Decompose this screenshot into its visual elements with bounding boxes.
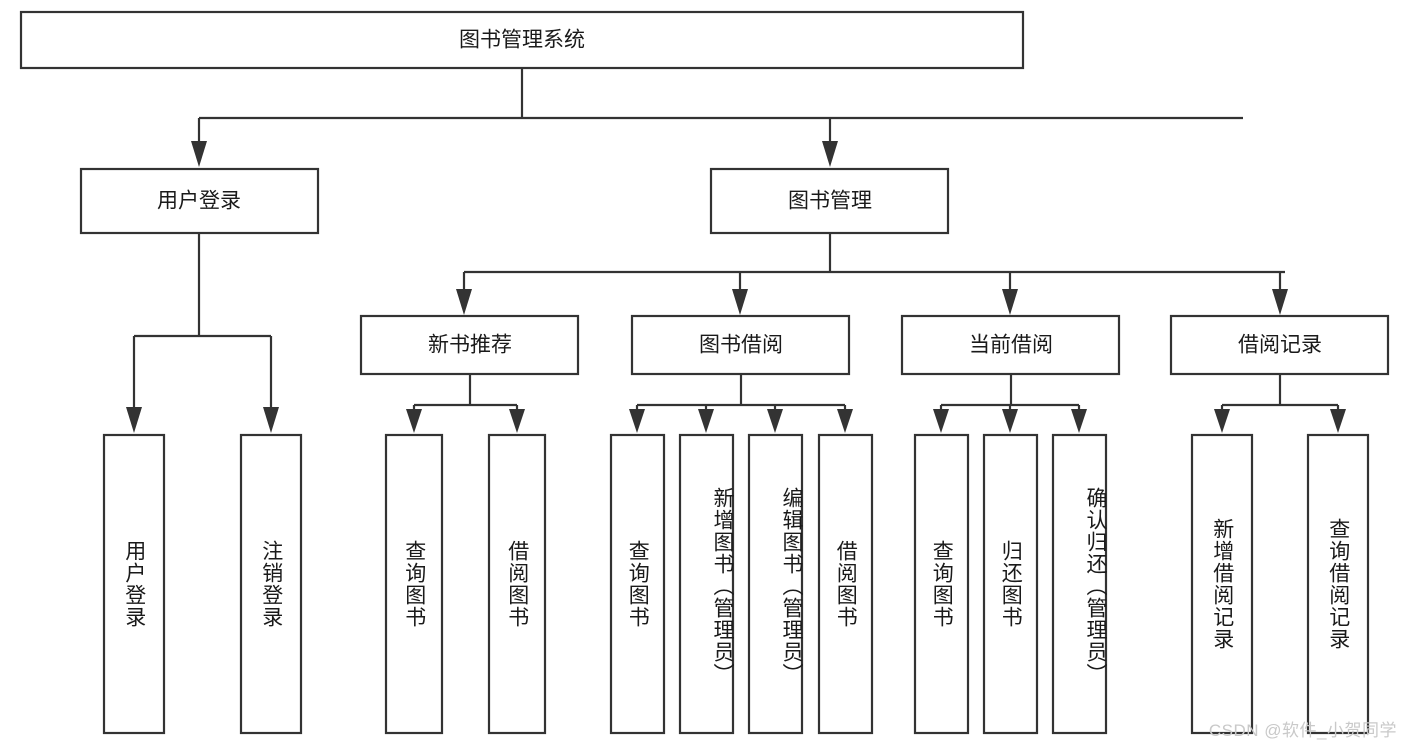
- arrow-bb-leaf-2: [767, 409, 783, 433]
- arrow-book-mgmt-level3-2: [1002, 289, 1018, 315]
- node-new-book-recommend-box: [359, 314, 580, 376]
- node-book-borrow-label: 图书借阅: [699, 334, 783, 357]
- node-book-management-label: 图书管理: [788, 190, 872, 213]
- node-user-login-label: 用户登录: [157, 190, 241, 213]
- leaf-box-nbr-1: [487, 433, 547, 735]
- node-book-borrow: 图书借阅: [630, 314, 851, 376]
- connector-book-borrow-to-leaves: [629, 374, 853, 433]
- arrow-cb-leaf-1: [1002, 409, 1018, 433]
- connector-root-to-level2: [191, 68, 1243, 167]
- node-borrow-record: 借阅记录: [1169, 314, 1390, 376]
- node-current-borrow-box: [900, 314, 1121, 376]
- arrow-book-mgmt-level3-3: [1272, 289, 1288, 315]
- connector-new-book-recommend-to-leaves: [406, 374, 525, 433]
- node-borrow-record-box: [1169, 314, 1390, 376]
- leaf-box-user-login-0: [102, 433, 166, 735]
- leaf-box-nbr-0: [384, 433, 444, 735]
- arrow-br-leaf-0: [1214, 409, 1230, 433]
- leaf-box-cb-2: [1051, 433, 1108, 735]
- arrow-user-login-leaf-1: [263, 407, 279, 433]
- arrow-book-mgmt-level3-0: [456, 289, 472, 315]
- arrow-nbr-leaf-1: [509, 409, 525, 433]
- node-root-label: 图书管理系统: [459, 29, 585, 52]
- node-new-book-recommend: 新书推荐: [359, 314, 580, 376]
- arrow-cb-leaf-0: [933, 409, 949, 433]
- connector-user-login-to-leaves: [126, 233, 279, 433]
- node-book-borrow-box: [630, 314, 851, 376]
- leaf-box-bb-1: [678, 433, 735, 735]
- node-current-borrow: 当前借阅: [900, 314, 1121, 376]
- node-borrow-record-label: 借阅记录: [1238, 334, 1322, 357]
- node-book-management-box: [709, 167, 950, 235]
- arrow-bb-leaf-0: [629, 409, 645, 433]
- arrow-root-to-book-mgmt: [822, 141, 838, 167]
- node-root: 图书管理系统: [19, 10, 1025, 70]
- connector-borrow-record-to-leaves: [1214, 374, 1346, 433]
- leaf-box-cb-1: [982, 433, 1039, 735]
- arrow-root-to-user-login: [191, 141, 207, 167]
- node-current-borrow-label: 当前借阅: [969, 334, 1053, 357]
- arrow-cb-leaf-2: [1071, 409, 1087, 433]
- leaf-box-bb-2: [747, 433, 804, 735]
- connector-current-borrow-to-leaves: [933, 374, 1087, 433]
- arrow-br-leaf-1: [1330, 409, 1346, 433]
- leaf-box-cb-0: [913, 433, 970, 735]
- arrow-bb-leaf-3: [837, 409, 853, 433]
- arrow-nbr-leaf-0: [406, 409, 422, 433]
- node-user-login: 用户登录: [79, 167, 320, 235]
- connector-book-mgmt-to-level3: [456, 233, 1288, 315]
- node-new-book-recommend-label: 新书推荐: [428, 334, 512, 357]
- leaf-box-user-login-1: [239, 433, 303, 735]
- csdn-watermark: CSDN @软件_小贺同学: [1208, 721, 1397, 740]
- leaf-box-br-0: [1190, 433, 1254, 735]
- arrow-user-login-leaf-0: [126, 407, 142, 433]
- leaf-box-bb-0: [609, 433, 666, 735]
- leaf-box-bb-3: [817, 433, 874, 735]
- node-book-management: 图书管理: [709, 167, 950, 235]
- arrow-book-mgmt-level3-1: [732, 289, 748, 315]
- leaf-box-br-1: [1306, 433, 1370, 735]
- arrow-bb-leaf-1: [698, 409, 714, 433]
- node-root-box: [19, 10, 1025, 70]
